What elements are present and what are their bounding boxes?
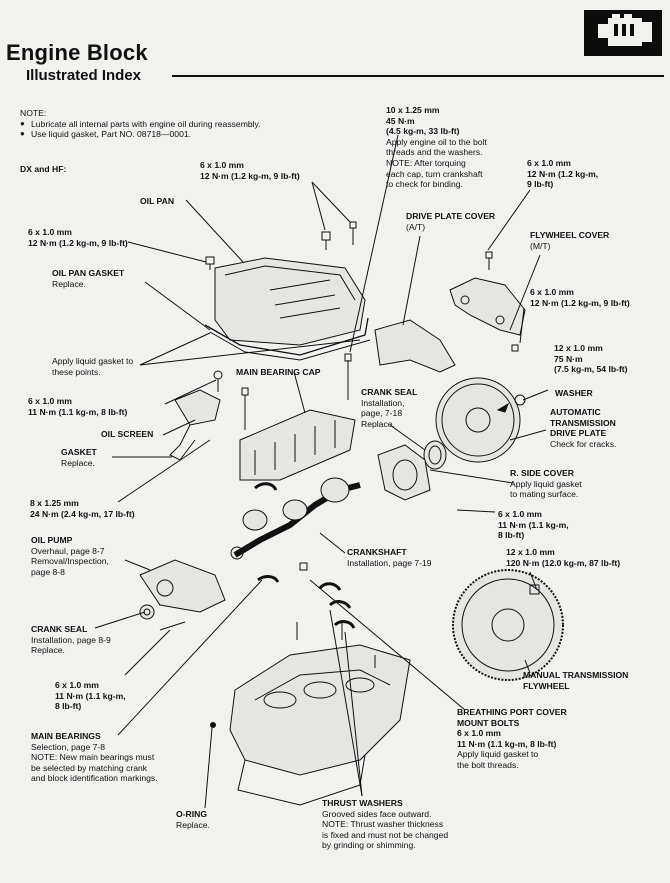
model-label: DX and HF: — [20, 164, 67, 174]
label-flywheel-cover-bolt: 6 x 1.0 mm 12 N·m (1.2 kg-m, 9 lb-ft) — [530, 287, 630, 308]
note-item: Use liquid gasket, Part NO. 08718—0001. — [20, 129, 261, 140]
label-breathing-port-bolts: BREATHING PORT COVER MOUNT BOLTS 6 x 1.0… — [457, 707, 567, 770]
label-main-cap-bolt-10: 10 x 1.25 mm 45 N·m (4.5 kg-m, 33 lb-ft)… — [386, 105, 487, 190]
label-oil-pump-cover-bolt: 6 x 1.0 mm 11 N·m (1.1 kg-m, 8 lb-ft) — [55, 680, 126, 712]
label-oil-pan-bolt-left: 6 x 1.0 mm 12 N·m (1.2 kg-m, 9 lb-ft) — [28, 227, 128, 248]
label-crank-seal-top: CRANK SEAL Installation, page, 7-18 Repl… — [361, 387, 418, 429]
label-manual-flywheel: MANUAL TRANSMISSION FLYWHEEL — [523, 670, 629, 691]
label-main-cap-bolt-12: 12 x 1.0 mm 75 N·m (7.5 kg-m, 54 lb-ft) — [554, 343, 628, 375]
label-oil-screen: OIL SCREEN — [101, 429, 154, 439]
label-oil-pump: OIL PUMP Overhaul, page 8-7 Removal/Insp… — [31, 535, 109, 577]
label-drive-plate-bolt: 6 x 1.0 mm 12 N·m (1.2 kg-m, 9 lb-ft) — [527, 158, 599, 190]
label-oil-pump-bolt: 8 x 1.25 mm 24 N·m (2.4 kg-m, 17 lb-ft) — [30, 498, 135, 519]
label-thrust-washers: THRUST WASHERS Grooved sides face outwar… — [322, 798, 449, 851]
note-block: NOTE: Lubricate all internal parts with … — [20, 108, 261, 140]
label-flywheel-cover: FLYWHEEL COVER (M/T) — [530, 230, 610, 251]
label-oil-pan-bolt-top: 6 x 1.0 mm 12 N·m (1.2 kg-m, 9 lb-ft) — [200, 160, 300, 181]
note-heading: NOTE: — [20, 108, 47, 118]
label-oil-pan: OIL PAN — [140, 196, 175, 206]
label-main-bearing-cap: MAIN BEARING CAP — [236, 367, 321, 377]
label-o-ring: O-RING Replace. — [176, 809, 210, 830]
label-oil-screen-bolt: 6 x 1.0 mm 11 N·m (1.1 kg-m, 8 lb-ft) — [28, 396, 128, 417]
label-crankshaft: CRANKSHAFT Installation, page 7-19 — [347, 547, 432, 568]
label-gasket: GASKET Replace. — [61, 447, 97, 468]
label-crank-seal-bottom: CRANK SEAL Installation, page 8-9 Replac… — [31, 624, 111, 656]
label-automatic-drive-plate: AUTOMATIC TRANSMISSION DRIVE PLATE Check… — [550, 407, 617, 449]
label-side-cover-bolt: 6 x 1.0 mm 11 N·m (1.1 kg-m, 8 lb-ft) — [498, 509, 569, 541]
label-r-side-cover: R. SIDE COVER Apply liquid gasket to mat… — [510, 468, 582, 500]
label-flywheel-bolt: 12 x 1.0 mm 120 N·m (12.0 kg-m, 87 lb-ft… — [506, 547, 621, 568]
page-subtitle: Illustrated Index — [26, 67, 142, 84]
engine-icon — [584, 10, 662, 56]
label-liquid-gasket-points: Apply liquid gasket to these points. — [52, 356, 134, 377]
label-main-bearings: MAIN BEARINGS Selection, page 7-8 NOTE: … — [31, 731, 158, 784]
label-drive-plate-cover: DRIVE PLATE COVER (A/T) — [406, 211, 496, 232]
page-title: Engine Block — [6, 40, 148, 65]
label-washer: WASHER — [555, 388, 593, 398]
note-item: Lubricate all internal parts with engine… — [20, 119, 261, 130]
title-rule — [172, 75, 664, 77]
label-oil-pan-gasket: OIL PAN GASKET Replace. — [52, 268, 125, 289]
